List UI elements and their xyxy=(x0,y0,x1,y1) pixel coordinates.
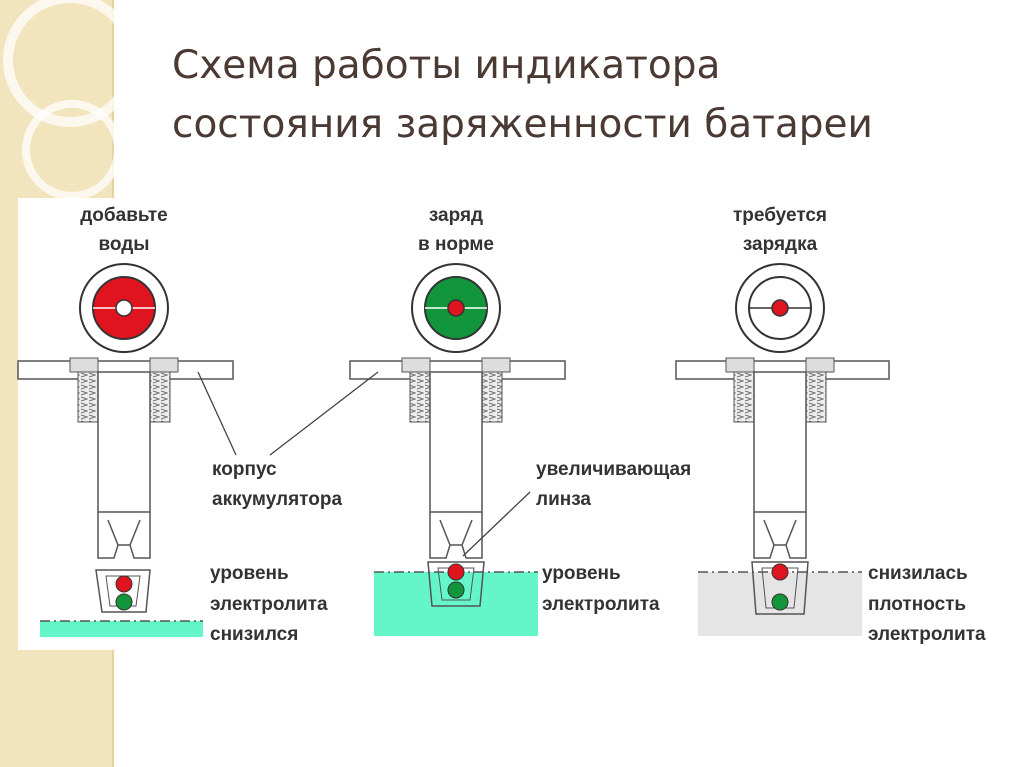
state-needs-charge: требуется зарядка снизилась плотность эл… xyxy=(675,205,986,645)
slide-title-line: Схема работы индикатора xyxy=(172,43,721,88)
state-top-label: требуется xyxy=(733,205,827,226)
state-bottom-label: электролита xyxy=(542,594,660,615)
state-charge-normal: заряд в норме уровень электролита xyxy=(349,205,660,636)
state-top-label: воды xyxy=(98,234,149,255)
state-bottom-label: плотность xyxy=(868,594,966,615)
state-add-water: добавьте воды уровень электролита снизил… xyxy=(17,205,328,645)
state-top-label: добавьте xyxy=(80,205,168,226)
slide-title: Схема работы индикатора состояния заряже… xyxy=(172,36,992,154)
callout-lens: увеличивающая линза xyxy=(462,459,691,557)
thread-icon xyxy=(77,371,99,423)
state-bottom-label: уровень xyxy=(210,563,289,584)
callout-label: линза xyxy=(536,489,591,510)
hydrometer-indicator-icon xyxy=(79,263,169,353)
hydrometer-indicator-icon xyxy=(411,263,501,353)
callout-label: корпус xyxy=(212,459,277,480)
state-top-label: зарядка xyxy=(743,234,818,255)
thread-icon xyxy=(733,371,755,423)
state-bottom-label: электролита xyxy=(210,594,328,615)
state-top-label: в норме xyxy=(418,234,494,255)
callout-battery-case: корпус аккумулятора xyxy=(197,371,379,510)
callout-label: аккумулятора xyxy=(212,489,342,510)
state-top-label: заряд xyxy=(429,205,483,226)
hydrometer-indicator-icon xyxy=(735,263,825,353)
state-bottom-label: снизилась xyxy=(868,563,968,584)
thread-icon xyxy=(149,371,171,423)
slide-title-line: состояния заряженности батареи xyxy=(172,102,873,147)
electrolyte-level xyxy=(40,621,203,637)
thread-icon xyxy=(481,371,503,423)
thread-icon xyxy=(409,371,431,423)
state-bottom-label: электролита xyxy=(868,624,986,645)
decorative-rings xyxy=(3,0,137,200)
state-bottom-label: снизился xyxy=(210,624,298,645)
thread-icon xyxy=(805,371,827,423)
state-bottom-label: уровень xyxy=(542,563,621,584)
callout-label: увеличивающая xyxy=(536,459,691,480)
